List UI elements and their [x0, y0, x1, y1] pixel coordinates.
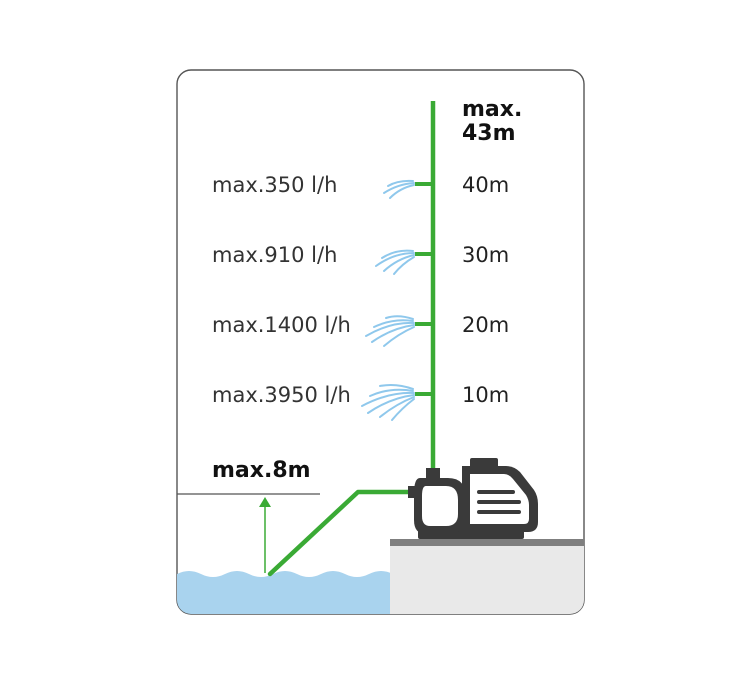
water-pump-icon	[408, 458, 538, 539]
ground-platform	[390, 540, 584, 614]
ground-platform-top	[390, 539, 584, 546]
flow-label-20m: max.1400 l/h	[212, 313, 351, 337]
water-spray-icon	[383, 179, 415, 199]
water-spray-icon	[365, 315, 415, 347]
flow-label-40m: max.350 l/h	[212, 173, 337, 197]
flow-label-10m: max.3950 l/h	[212, 383, 351, 407]
flow-label-30m: max.910 l/h	[212, 243, 337, 267]
height-label-30m: 30m	[462, 243, 509, 267]
height-label-20m: 20m	[462, 313, 509, 337]
water-spray-icon	[375, 249, 415, 275]
water-spray-icon	[361, 384, 415, 421]
suction-arrow-head	[259, 497, 271, 507]
suction-height-label: max.8m	[212, 458, 311, 483]
max-head-label-line2: 43m	[462, 121, 516, 146]
max-head-label-line1: max.	[462, 97, 522, 122]
height-label-40m: 40m	[462, 173, 509, 197]
suction-pipe	[267, 489, 421, 577]
height-label-10m: 10m	[462, 383, 509, 407]
water-reservoir	[177, 571, 393, 614]
